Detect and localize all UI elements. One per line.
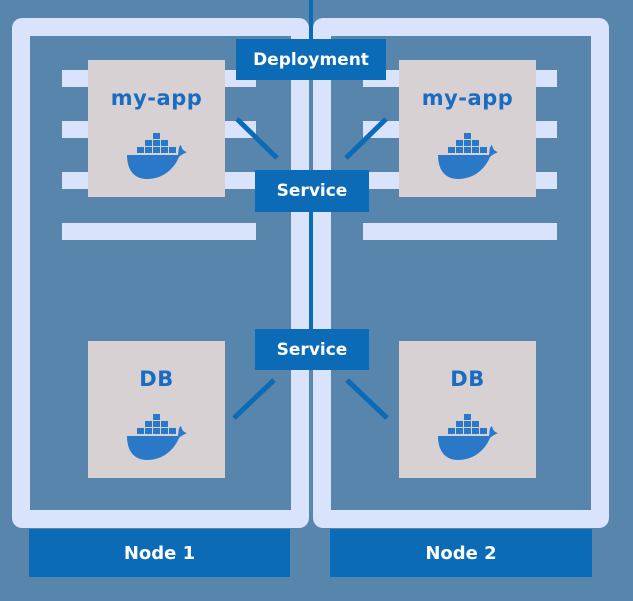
connector-service-node2-db — [345, 378, 389, 420]
pod-label: my-app — [421, 86, 514, 110]
connector-service-node2-app — [344, 117, 388, 160]
pod-label: my-app — [110, 86, 203, 110]
pod-node-1-my-app[interactable]: my-app — [88, 60, 225, 197]
node-2-label: Node 2 — [330, 529, 592, 577]
deployment-box[interactable]: Deployment — [236, 39, 386, 80]
pod-node-2-db[interactable]: DB — [399, 341, 536, 478]
node-1-label: Node 1 — [29, 529, 290, 577]
replica-bar — [62, 223, 256, 240]
replica-bar — [363, 223, 557, 240]
docker-whale-icon — [438, 133, 498, 179]
service-app-box[interactable]: Service — [255, 170, 369, 212]
pod-label: DB — [139, 367, 174, 391]
connector-service-node1-db — [232, 378, 276, 420]
pod-node-1-db[interactable]: DB — [88, 341, 225, 478]
pod-label: DB — [450, 367, 485, 391]
docker-whale-icon — [127, 133, 187, 179]
node-2-frame — [313, 18, 609, 528]
docker-whale-icon — [127, 414, 187, 460]
connector-service-node1-app — [235, 117, 279, 160]
docker-whale-icon — [438, 414, 498, 460]
service-db-box[interactable]: Service — [255, 329, 369, 370]
pod-node-2-my-app[interactable]: my-app — [399, 60, 536, 197]
